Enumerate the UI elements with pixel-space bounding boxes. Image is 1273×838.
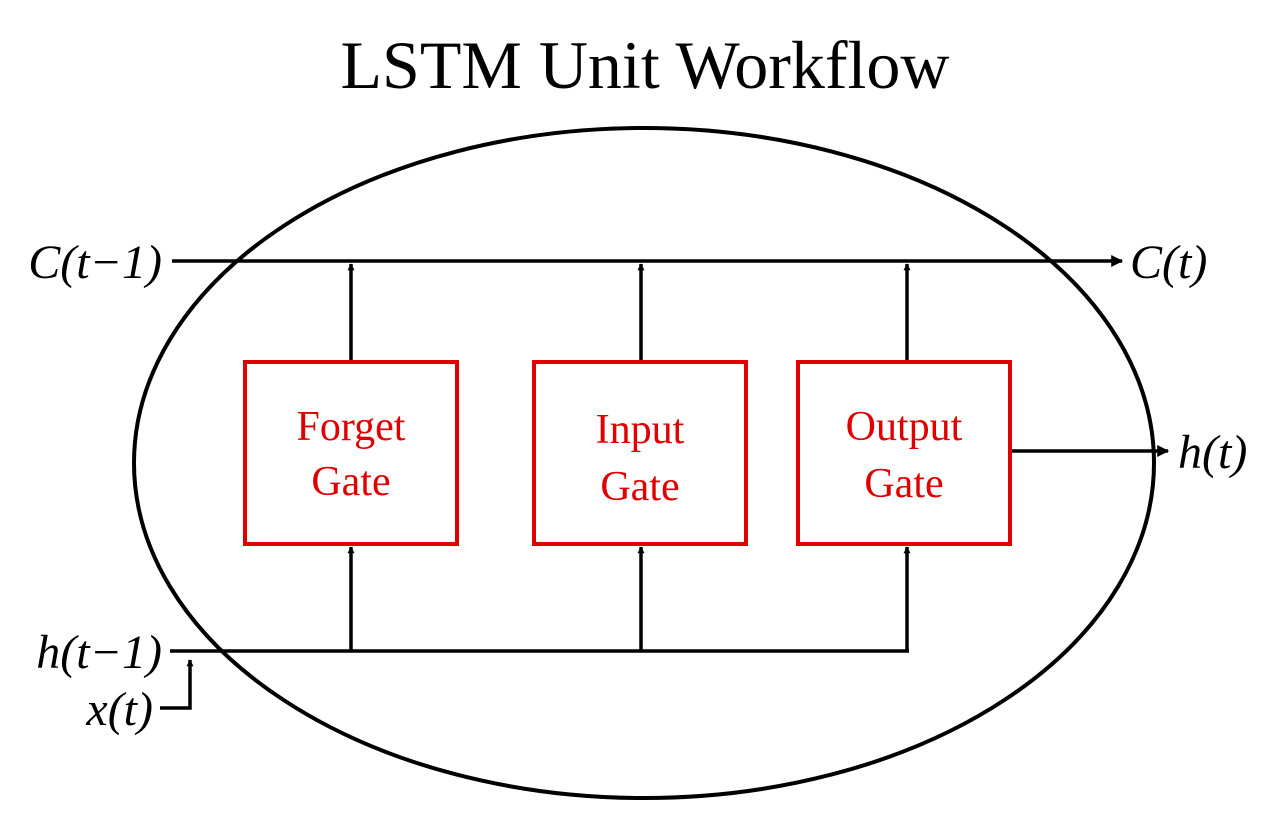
input-gate-label-line2: Gate (600, 464, 679, 510)
x-input-connector (160, 659, 194, 710)
x-input-label: x(t) (85, 683, 153, 736)
diagram-title: LSTM Unit Workflow (340, 27, 949, 103)
output-gate: Output Gate (796, 360, 1012, 546)
cell-output-label: C(t) (1130, 236, 1207, 289)
input-gate-box (532, 360, 748, 546)
output-gate-label-line1: Output (846, 404, 963, 450)
forget-gate: Forget Gate (243, 360, 459, 546)
input-gate-label-line1: Input (596, 407, 685, 453)
cell-prev-label: C(t−1) (28, 236, 162, 289)
output-gate-label-line2: Gate (864, 461, 943, 507)
lstm-unit-ellipse (132, 126, 1156, 800)
hidden-output-label: h(t) (1178, 426, 1247, 479)
forget-gate-box (243, 360, 459, 546)
output-gate-box (796, 360, 1012, 546)
forget-gate-label-line2: Gate (311, 459, 390, 505)
hidden-prev-label: h(t−1) (36, 626, 162, 679)
input-gate: Input Gate (532, 360, 748, 546)
forget-gate-label-line1: Forget (297, 404, 406, 450)
